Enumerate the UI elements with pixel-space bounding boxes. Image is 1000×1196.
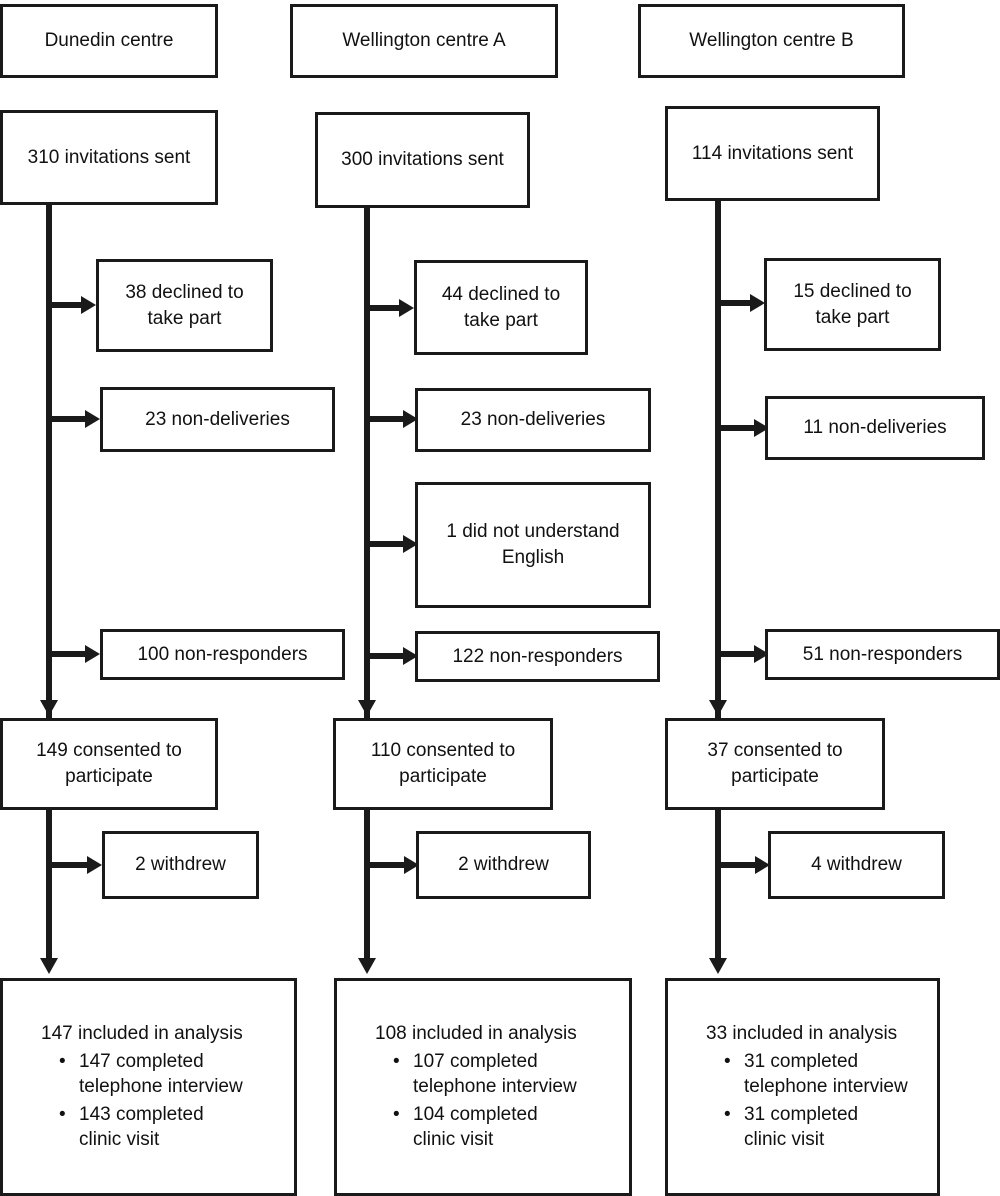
- analysis-bullet-list-dunedin: • 147 completed telephone interview • 14…: [41, 1050, 284, 1153]
- analysis-box-dunedin: 147 included in analysis • 147 completed…: [0, 978, 297, 1196]
- list-item: • 107 completed telephone interview: [375, 1050, 619, 1099]
- arrow-right-wellington-b-withdrew: [755, 856, 770, 874]
- exclusion-box-wellington-a-2: 23 non-deliveries: [415, 388, 651, 452]
- connector-spine2-wellington-a: [364, 810, 370, 958]
- arrow-down-to-analysis-wellington-b: [709, 958, 727, 974]
- connector-branch-wellington-a-2: [370, 416, 405, 422]
- analysis-bullet-dunedin-2: 143 completed clinic visit: [79, 1104, 204, 1151]
- connector-branch-dunedin-withdrew: [52, 862, 88, 868]
- analysis-bullet-wellington-b-1: 31 completed telephone interview: [744, 1051, 908, 1097]
- connector-spine-wellington-a: [364, 208, 370, 734]
- exclusion-box-dunedin-3: 100 non-responders: [100, 629, 345, 680]
- arrow-right-wellington-a-1: [399, 299, 414, 317]
- withdrew-box-wellington-b: 4 withdrew: [768, 831, 945, 899]
- withdrew-box-dunedin: 2 withdrew: [102, 831, 259, 899]
- connector-branch-wellington-a-1: [370, 305, 402, 311]
- exclusion-box-dunedin-1: 38 declined to take part: [96, 259, 273, 352]
- list-item: • 31 completed clinic visit: [706, 1104, 927, 1153]
- exclusion-box-dunedin-2: 23 non-deliveries: [100, 387, 335, 452]
- connector-branch-wellington-a-3: [370, 541, 405, 547]
- list-item: • 147 completed telephone interview: [41, 1050, 284, 1099]
- connector-branch-dunedin-1: [52, 302, 84, 308]
- connector-branch-wellington-b-1: [721, 300, 753, 306]
- connector-spine-dunedin: [46, 205, 52, 734]
- analysis-bullet-wellington-b-2: 31 completed clinic visit: [744, 1104, 859, 1151]
- arrow-right-wellington-b-1: [750, 294, 765, 312]
- connector-branch-wellington-a-withdrew: [370, 862, 406, 868]
- withdrew-box-wellington-a: 2 withdrew: [416, 831, 591, 899]
- analysis-content-wellington-b: 33 included in analysis • 31 completed t…: [668, 1021, 937, 1153]
- arrow-right-dunedin-3: [85, 645, 100, 663]
- connector-spine2-dunedin: [46, 810, 52, 958]
- consented-box-dunedin: 149 consented to participate: [0, 718, 218, 810]
- arrow-right-wellington-a-withdrew: [404, 856, 419, 874]
- connector-branch-wellington-b-2: [721, 425, 756, 431]
- analysis-box-wellington-b: 33 included in analysis • 31 completed t…: [665, 978, 940, 1196]
- analysis-heading-wellington-a: 108 included in analysis: [375, 1023, 577, 1045]
- analysis-content-dunedin: 147 included in analysis • 147 completed…: [3, 1021, 294, 1153]
- exclusion-box-wellington-b-2: 11 non-deliveries: [765, 396, 985, 460]
- consented-box-wellington-a: 110 consented to participate: [333, 718, 553, 810]
- connector-branch-dunedin-3: [52, 651, 87, 657]
- consented-box-wellington-b: 37 consented to participate: [665, 718, 885, 810]
- exclusion-box-wellington-b-3: 51 non-responders: [765, 629, 1000, 680]
- invitations-box-wellington-b: 114 invitations sent: [665, 106, 880, 201]
- bullet-icon: •: [59, 1104, 66, 1126]
- invitations-box-dunedin: 310 invitations sent: [0, 110, 218, 205]
- analysis-heading-wellington-b: 33 included in analysis: [706, 1023, 898, 1045]
- connector-branch-wellington-b-withdrew: [721, 862, 757, 868]
- analysis-heading-dunedin: 147 included in analysis: [41, 1023, 243, 1045]
- arrow-right-dunedin-withdrew: [87, 856, 102, 874]
- exclusion-box-wellington-a-4: 122 non-responders: [415, 631, 660, 682]
- arrow-right-wellington-a-4: [403, 647, 418, 665]
- header-box-wellington-b: Wellington centre B: [638, 4, 905, 78]
- arrow-down-to-analysis-wellington-a: [358, 958, 376, 974]
- connector-branch-wellington-b-3: [721, 651, 756, 657]
- analysis-bullet-list-wellington-a: • 107 completed telephone interview • 10…: [375, 1050, 619, 1153]
- bullet-icon: •: [393, 1104, 400, 1126]
- arrow-right-wellington-a-3: [403, 535, 418, 553]
- arrow-down-to-consented-dunedin: [40, 700, 58, 716]
- arrow-right-dunedin-2: [85, 410, 100, 428]
- list-item: • 31 completed telephone interview: [706, 1050, 927, 1099]
- exclusion-box-wellington-b-1: 15 declined to take part: [764, 258, 941, 351]
- bullet-icon: •: [393, 1051, 400, 1073]
- exclusion-box-wellington-a-3: 1 did not understand English: [415, 482, 651, 608]
- bullet-icon: •: [59, 1051, 66, 1073]
- connector-spine-wellington-b: [715, 201, 721, 734]
- list-item: • 104 completed clinic visit: [375, 1104, 619, 1153]
- connector-branch-dunedin-2: [52, 416, 87, 422]
- arrow-right-dunedin-1: [81, 296, 96, 314]
- analysis-bullet-wellington-a-2: 104 completed clinic visit: [413, 1104, 538, 1151]
- header-box-wellington-a: Wellington centre A: [290, 4, 558, 78]
- connector-branch-wellington-a-4: [370, 653, 405, 659]
- arrow-down-to-consented-wellington-a: [358, 700, 376, 716]
- header-box-dunedin: Dunedin centre: [0, 4, 218, 78]
- analysis-bullet-wellington-a-1: 107 completed telephone interview: [413, 1051, 577, 1097]
- bullet-icon: •: [724, 1104, 731, 1126]
- arrow-right-wellington-a-2: [403, 410, 418, 428]
- analysis-box-wellington-a: 108 included in analysis • 107 completed…: [334, 978, 632, 1196]
- invitations-box-wellington-a: 300 invitations sent: [315, 112, 530, 208]
- analysis-bullet-dunedin-1: 147 completed telephone interview: [79, 1051, 243, 1097]
- analysis-bullet-list-wellington-b: • 31 completed telephone interview • 31 …: [706, 1050, 927, 1153]
- arrow-down-to-consented-wellington-b: [709, 700, 727, 716]
- analysis-content-wellington-a: 108 included in analysis • 107 completed…: [337, 1021, 629, 1153]
- connector-spine2-wellington-b: [715, 810, 721, 958]
- arrow-down-to-analysis-dunedin: [40, 958, 58, 974]
- list-item: • 143 completed clinic visit: [41, 1104, 284, 1153]
- exclusion-box-wellington-a-1: 44 declined to take part: [414, 260, 588, 355]
- bullet-icon: •: [724, 1051, 731, 1073]
